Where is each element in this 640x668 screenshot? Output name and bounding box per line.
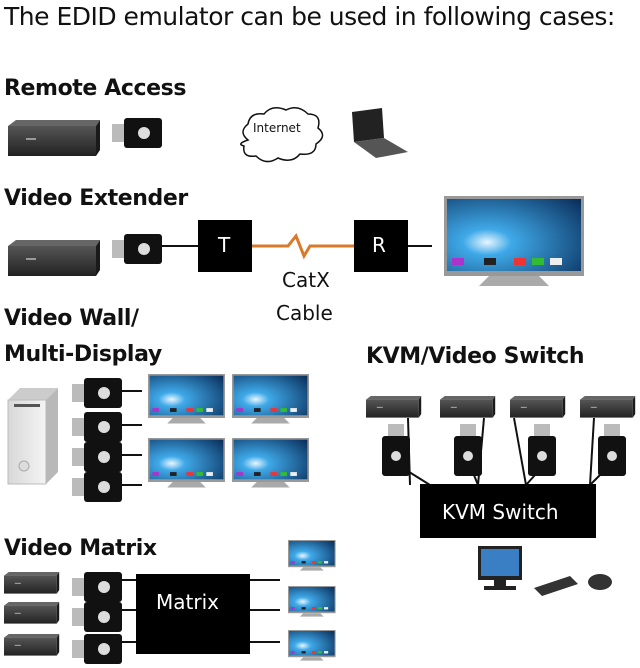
computer-icon <box>4 634 60 656</box>
cloud-icon <box>240 107 324 163</box>
computer-icon <box>4 572 60 594</box>
tv-icon <box>148 438 225 488</box>
mouse-icon <box>588 574 612 590</box>
kvm-switch-label: KVM Switch <box>442 500 559 524</box>
tv-icon <box>288 586 336 617</box>
computer-icon <box>366 396 422 418</box>
video-wall-diagram <box>7 374 309 502</box>
computer-icon <box>440 396 496 418</box>
kvm-switch-box <box>420 484 596 538</box>
heading-video-matrix: Video Matrix <box>4 536 157 561</box>
edid-emulator-icon <box>72 602 122 632</box>
edid-emulator-icon <box>598 424 626 476</box>
edid-emulator-icon <box>72 572 122 602</box>
page-title: The EDID emulator can be used in followi… <box>4 2 615 31</box>
heading-video-extender: Video Extender <box>4 186 188 211</box>
edid-emulator-icon <box>454 424 482 476</box>
cable-label-line1: CatX <box>282 268 330 292</box>
edid-emulator-icon <box>72 442 122 472</box>
computer-icon <box>580 396 636 418</box>
remote-access-diagram <box>8 107 408 163</box>
laptop-icon <box>352 108 408 158</box>
heading-video-wall-line2: Multi-Display <box>4 342 162 367</box>
kvm-switch-diagram <box>366 396 636 596</box>
edid-emulator-icon <box>112 234 162 264</box>
matrix-box <box>136 574 250 654</box>
tower-computer-icon <box>7 388 58 485</box>
computer-icon <box>4 602 60 624</box>
tv-icon <box>288 540 336 571</box>
computer-icon <box>8 240 100 276</box>
edid-emulator-icon <box>72 378 122 408</box>
heading-kvm-switch: KVM/Video Switch <box>366 344 585 369</box>
video-extender-diagram <box>8 196 584 286</box>
keyboard-icon <box>534 576 578 596</box>
tv-icon <box>148 374 225 424</box>
tv-icon <box>444 196 584 286</box>
cloud-label: Internet <box>253 121 301 135</box>
computer-icon <box>8 120 100 156</box>
transmitter-label: T <box>218 233 231 257</box>
tv-icon <box>232 374 309 424</box>
transmitter-box <box>198 220 252 272</box>
heading-video-wall-line1: Video Wall/ <box>4 306 139 331</box>
edid-emulator-icon <box>72 634 122 664</box>
tv-icon <box>288 630 336 661</box>
catx-cable <box>252 233 355 260</box>
receiver-label: R <box>372 233 386 257</box>
heading-remote-access: Remote Access <box>4 76 187 101</box>
receiver-box <box>354 220 408 272</box>
edid-emulator-icon <box>112 118 162 148</box>
tv-icon <box>232 438 309 488</box>
monitor-icon <box>478 546 522 590</box>
cable-label-line2: Cable <box>276 301 333 325</box>
video-matrix-diagram <box>4 540 336 664</box>
edid-emulator-icon <box>382 424 410 476</box>
computer-icon <box>510 396 566 418</box>
edid-emulator-icon <box>72 472 122 502</box>
matrix-label: Matrix <box>156 590 219 614</box>
edid-emulator-icon <box>72 412 122 442</box>
